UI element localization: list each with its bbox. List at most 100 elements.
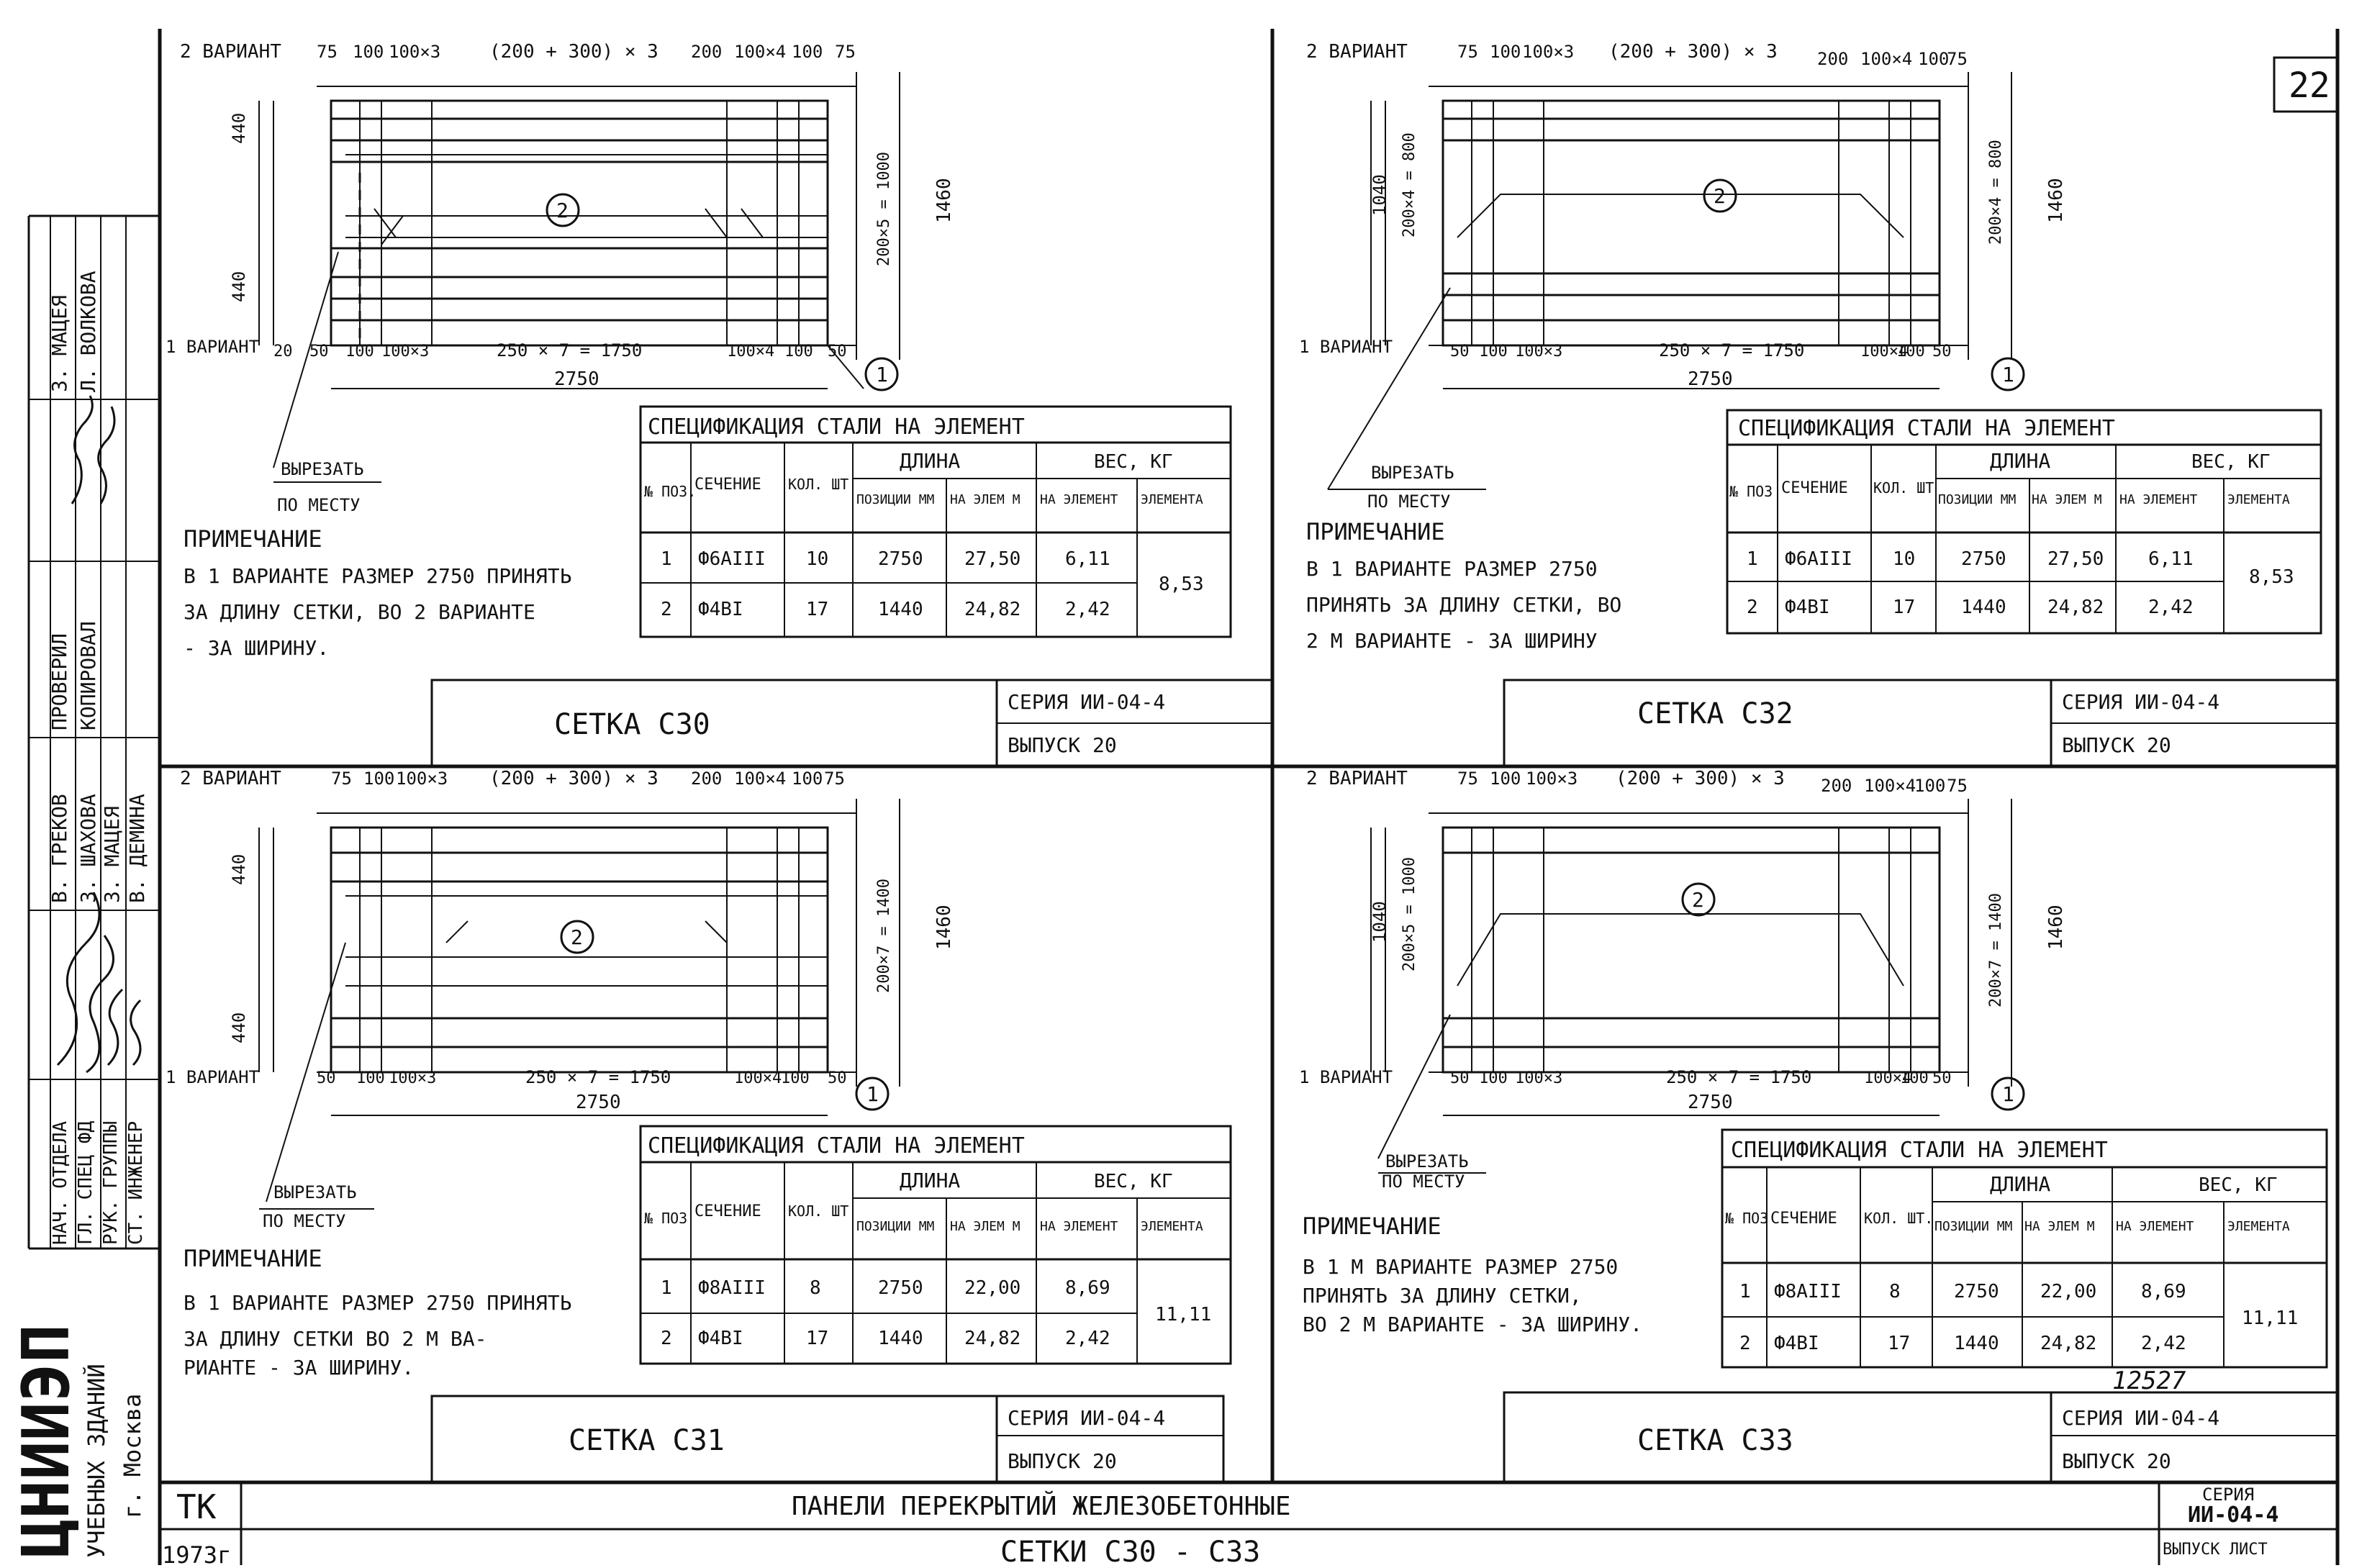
spec-r2-pos: 2 [661, 599, 672, 620]
spec-r2-qty: 17 [1893, 597, 1915, 618]
spec-r2-len: 1440 [1954, 1333, 1999, 1354]
side-stamp [27, 214, 160, 1250]
cut-label: ВЫРЕЗАТЬ [1371, 463, 1454, 483]
spec-r1-sec: Ф6АIII [698, 548, 766, 570]
org-name: ЦНИИЭП [9, 1324, 84, 1558]
panel-series: СЕРИЯ ИИ-04-4 [2062, 1406, 2219, 1430]
spec-h-poslen: ПОЗИЦИИ ММ [1934, 1219, 2013, 1234]
dim-bottom-50b: 50 [1932, 343, 1952, 361]
stamp-role-2: КОПИРОВАЛ [76, 621, 100, 730]
spec-h-section: СЕЧЕНИЕ [694, 476, 761, 494]
spec-r1-len: 2750 [1954, 1281, 1999, 1302]
spec-title: СПЕЦИФИКАЦИЯ СТАЛИ НА ЭЛЕМЕНТ [648, 1133, 1025, 1159]
spec-r1-qty: 8 [810, 1277, 821, 1299]
footer-year: 1973г [162, 1541, 231, 1568]
dim-left-440: 440 [229, 113, 249, 144]
dim-bottom-100: 100 [356, 1069, 385, 1087]
footer-main-title: ПАНЕЛИ ПЕРЕКРЫТИЙ ЖЕЛЕЗОБЕТОННЫЕ [792, 1491, 1291, 1521]
spec-r2-tot: 24,82 [964, 599, 1020, 620]
spec-h-length: ДЛИНА [900, 449, 960, 473]
spec-h-qty: КОЛ. ШТ [788, 1202, 848, 1220]
spec-r2-len: 1440 [1961, 597, 2006, 618]
position-2-label: 2 [1714, 184, 1726, 208]
dim-mid-1400: 200×7 = 1400 [1987, 893, 2005, 1007]
spec-r1-w: 8,69 [2141, 1281, 2186, 1302]
position-1-label: 1 [2002, 1082, 2014, 1106]
dim-top-100: 100 [353, 42, 384, 62]
spec-h-poslen: ПОЗИЦИИ ММ [856, 1219, 935, 1234]
dim-top-span: (200 + 300) × 3 [489, 41, 658, 63]
dim-top-100b: 100 [792, 769, 823, 789]
dim-top-100x3: 100×3 [1522, 42, 1574, 62]
spec-h-weight: ВЕС, КГ [2199, 1174, 2278, 1196]
footer-tk: ТК [176, 1487, 217, 1526]
spec-table [639, 1125, 1232, 1365]
spec-r1-pos: 1 [661, 1277, 672, 1299]
dim-bottom-span: 250 × 7 = 1750 [525, 1067, 671, 1087]
spec-h-elem: ЭЛЕМЕНТА [1141, 1219, 1203, 1234]
spec-r1-tot: 22,00 [964, 1277, 1020, 1299]
dim-overall-length: 2750 [1688, 368, 1733, 390]
dim-mid-800b: 200×4 = 800 [1987, 140, 2005, 245]
stamp-dept-3: РУК. ГРУППЫ [100, 1121, 122, 1245]
spec-r2-len: 1440 [878, 599, 923, 620]
panel-c31: 2 ВАРИАНТ 1 ВАРИАНТ 75 100 100×3 (200 + … [166, 768, 1232, 1484]
dim-mid-1400: 200×7 = 1400 [875, 879, 893, 993]
dim-bottom-100x3: 100×3 [381, 343, 429, 361]
signature-scribbles [56, 395, 142, 1074]
dim-bottom-100x4: 100×4 [1860, 343, 1908, 361]
spec-r1-tot: 27,50 [964, 548, 1020, 570]
spec-r1-w: 6,11 [2148, 548, 2194, 570]
dim-top-100: 100 [1490, 42, 1521, 62]
sheet-number: 22 [2289, 65, 2330, 106]
spec-h-pos: № ПОЗ. [644, 483, 696, 500]
org-city: г. Москва [119, 1394, 146, 1518]
panel-issue: ВЫПУСК 20 [2062, 733, 2171, 757]
note-line-1: В 1 ВАРИАНТЕ РАЗМЕР 2750 ПРИНЯТЬ [184, 1291, 571, 1315]
org-subtitle: УЧЕБНЫХ ЗДАНИЙ [83, 1364, 110, 1558]
spec-h-elemlen: НА ЭЛЕМ М [950, 492, 1020, 507]
dim-top-100x4: 100×4 [734, 769, 786, 789]
panel-issue: ВЫПУСК 20 [1008, 733, 1117, 757]
spec-r1-len: 2750 [878, 1277, 923, 1299]
panel-issue: ВЫПУСК 20 [2062, 1449, 2171, 1473]
note-line-1: В 1 ВАРИАНТЕ РАЗМЕР 2750 [1306, 557, 1598, 581]
dim-top-200: 200 [691, 42, 722, 62]
spec-title: СПЕЦИФИКАЦИЯ СТАЛИ НА ЭЛЕМЕНТ [1731, 1138, 2108, 1163]
spec-r1-sec: Ф6АIII [1785, 548, 1852, 570]
dim-bottom-20: 20 [273, 343, 293, 361]
stamp-name-1: З. МАЦЕЯ [47, 295, 71, 392]
spec-h-perelem: НА ЭЛЕМЕНТ [1040, 492, 1118, 507]
dim-bottom-span: 250 × 7 = 1750 [497, 340, 642, 361]
spec-table [1726, 409, 2322, 635]
dim-overall-width: 1460 [2045, 178, 2067, 223]
in-place-label: ПО МЕСТУ [263, 1211, 346, 1231]
dim-bottom-100b: 100 [781, 1069, 810, 1087]
note-title: ПРИМЕЧАНИЕ [184, 525, 322, 553]
spec-r1-pos: 1 [661, 548, 672, 570]
dim-overall-length: 2750 [576, 1092, 621, 1113]
position-1-label: 1 [876, 363, 888, 386]
dim-bottom-100b: 100 [784, 343, 813, 361]
spec-r2-w: 2,42 [2148, 597, 2194, 618]
stamp-name-5: З. МАЦЕЯ [100, 806, 124, 903]
variant1-label: 1 ВАРИАНТ [1299, 337, 1393, 357]
variant1-label: 1 ВАРИАНТ [166, 337, 259, 357]
panel-series: СЕРИЯ ИИ-04-4 [1008, 1406, 1165, 1430]
spec-r2-tot: 24,82 [2040, 1333, 2096, 1354]
spec-r2-w: 2,42 [1065, 1328, 1110, 1349]
spec-h-poslen: ПОЗИЦИИ ММ [856, 492, 935, 507]
dim-top-100: 100 [363, 769, 394, 789]
spec-r1-pos: 1 [1739, 1281, 1751, 1302]
panel-c33: 2 ВАРИАНТ 1 ВАРИАНТ 75 100 100×3 (200 + … [1299, 768, 2339, 1484]
spec-r2-pos: 2 [1747, 597, 1758, 618]
dim-top-100x4: 100×4 [1860, 49, 1912, 69]
spec-r2-tot: 24,82 [964, 1328, 1020, 1349]
dim-bottom-100b: 100 [1900, 1069, 1929, 1087]
stamp-name-6: В. ДЕМИНА [125, 794, 149, 903]
mesh-drawing [258, 799, 900, 1202]
position-2-label: 2 [1692, 888, 1704, 912]
in-place-label: ПО МЕСТУ [277, 495, 361, 515]
spec-r1-len: 2750 [1961, 548, 2006, 570]
spec-h-length: ДЛИНА [1990, 449, 2050, 473]
